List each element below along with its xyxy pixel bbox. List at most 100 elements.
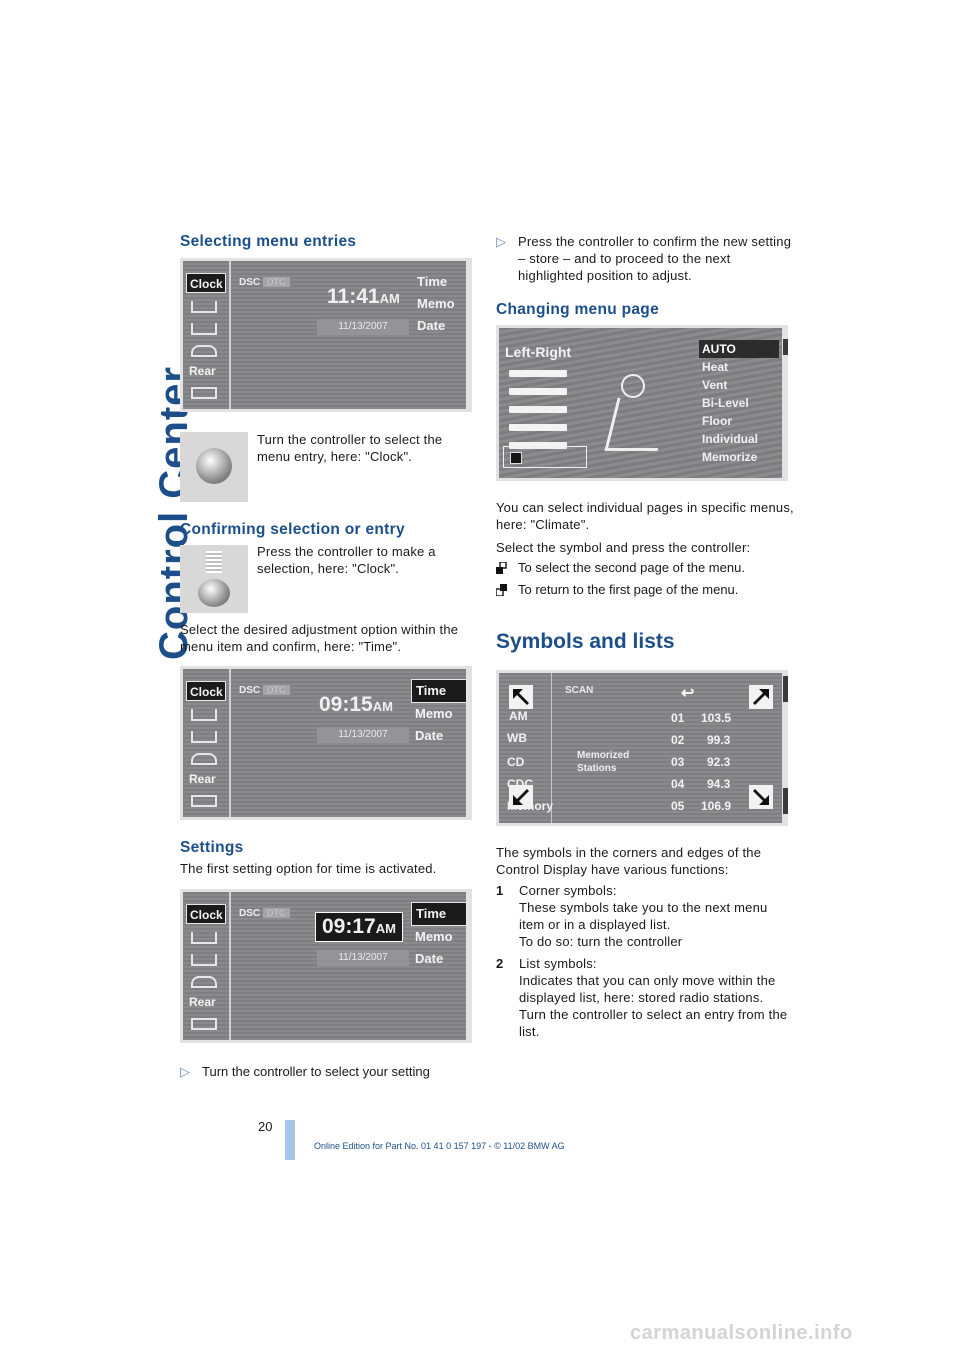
page-number: 20	[258, 1119, 273, 1134]
list-item-list-symbols: 2 List symbols: Indicates that you can o…	[496, 955, 796, 1040]
controller-turn-illustration	[180, 432, 248, 502]
station-num: 05	[671, 799, 685, 813]
scroll-indicator-bottom	[783, 788, 788, 814]
station-num: 03	[671, 755, 685, 769]
item-body-2: Turn the controller to select an entry f…	[519, 1007, 788, 1039]
heading-settings: Settings	[180, 839, 244, 856]
screen-icon	[191, 795, 217, 807]
station-num: 04	[671, 777, 685, 791]
corner-arrow-bottom-left-icon	[509, 785, 533, 809]
item-number: 2	[496, 956, 504, 971]
item-body-2: To do so: turn the controller	[519, 934, 683, 949]
page-up-symbol-icon	[495, 583, 507, 597]
menu-item-clock: Clock	[186, 273, 226, 293]
item-title: Corner symbols:	[519, 883, 617, 898]
control-display-screenshot-1: Clock Rear DSC DTC 11:41AM 11/13/2007 Ti…	[180, 258, 472, 412]
climate-item-bilevel: Bi-Level	[702, 396, 749, 410]
station-freq: 94.3	[707, 777, 731, 791]
settings-text: The first setting option for time is act…	[180, 861, 437, 876]
edition-footer: Online Edition for Part No. 01 41 0 157 …	[314, 1141, 565, 1151]
right-item-time: Time	[411, 902, 467, 926]
airflow-bars	[509, 370, 567, 460]
right-item-date: Date	[415, 728, 444, 743]
climate-item-auto: AUTO	[699, 340, 779, 358]
climate-item-heat: Heat	[702, 360, 729, 374]
station-num: 01	[671, 711, 685, 725]
climate-item-floor: Floor	[702, 414, 732, 428]
item-number: 1	[496, 883, 504, 898]
seat-icon	[604, 398, 671, 451]
heading-confirming-selection: Confirming selection or entry	[180, 521, 405, 538]
dsc-label: DSC	[239, 277, 261, 288]
date-display: 11/13/2007	[317, 319, 409, 335]
symbol-instruction-text: Select the symbol and press the controll…	[496, 540, 751, 555]
right-item-memo: Memo	[415, 929, 453, 944]
scan-label: SCAN	[565, 685, 594, 696]
bullet-arrow-icon: ▷	[496, 234, 506, 249]
right-item-memo: Memo	[417, 296, 455, 311]
controller-press-illustration	[180, 545, 248, 613]
dtc-label: DTC	[263, 908, 290, 918]
audio-icon	[191, 731, 217, 743]
right-menu: Time Memo Date	[413, 271, 463, 337]
navigation-icon	[191, 301, 217, 313]
controller-knob-icon	[196, 448, 232, 484]
right-item-date: Date	[417, 318, 446, 333]
heading-symbols-and-lists: Symbols and lists	[496, 630, 675, 653]
right-item-date: Date	[415, 951, 444, 966]
car-icon	[191, 345, 217, 357]
navigation-icon	[191, 709, 217, 721]
menu-item-rear: Rear	[189, 772, 216, 786]
screen-icon	[191, 1018, 217, 1030]
turn-controller-text: Turn the controller to select the menu e…	[257, 432, 443, 464]
menu-item-rear: Rear	[189, 995, 216, 1009]
down-arrow-icon	[206, 551, 222, 573]
right-item-time: Time	[411, 679, 467, 703]
back-arrow-icon: ↩	[681, 685, 695, 702]
band-cd: CD	[507, 755, 525, 769]
climate-display-screenshot: Left-Right AUTO Heat Vent Bi-Level Floor…	[496, 325, 788, 481]
heading-selecting-menu-entries: Selecting menu entries	[180, 233, 357, 250]
car-icon	[191, 753, 217, 765]
pages-text: You can select individual pages in speci…	[496, 500, 794, 532]
list-arrow-top-icon	[749, 685, 773, 709]
climate-title: Left-Right	[505, 344, 572, 360]
corner-arrow-top-left-icon	[509, 685, 533, 709]
climate-menu: AUTO Heat Vent Bi-Level Floor Individual…	[699, 340, 779, 466]
select-adjustment-text: Select the desired adjustment option wit…	[180, 622, 459, 654]
clock-time: 09:15AM	[319, 693, 393, 716]
audio-icon	[191, 323, 217, 335]
station-freq: 99.3	[707, 733, 731, 747]
date-display: 11/13/2007	[317, 950, 409, 966]
band-am: AM	[509, 709, 528, 723]
menu-item-clock: Clock	[186, 681, 226, 701]
car-icon	[191, 976, 217, 988]
controller-knob-icon	[198, 579, 230, 607]
station-freq: 92.3	[707, 755, 731, 769]
dsc-label: DSC	[239, 685, 261, 696]
bullet-arrow-icon: ▷	[180, 1064, 190, 1079]
radio-display-screenshot: AM WB CD CDC Memory SCAN ↩ Memorized Sta…	[496, 670, 788, 826]
navigation-icon	[191, 932, 217, 944]
list-arrow-bottom-icon	[749, 785, 773, 809]
climate-item-individual: Individual	[702, 432, 759, 446]
footer-accent-bar	[285, 1120, 295, 1160]
right-item-time: Time	[417, 274, 448, 289]
right-item-memo: Memo	[415, 706, 453, 721]
menu-item-clock: Clock	[186, 904, 226, 924]
clock-time: 11:41AM	[327, 285, 400, 308]
dsc-label: DSC	[239, 908, 261, 919]
station-freq: 106.9	[701, 799, 732, 813]
right-menu: Time Memo Date	[411, 679, 467, 747]
bullet-press-controller: ▷ Press the controller to confirm the ne…	[496, 234, 792, 283]
right-menu: Time Memo Date	[411, 902, 467, 970]
item-body: These symbols take you to the next menu …	[519, 900, 768, 932]
heading-changing-menu-page: Changing menu page	[496, 301, 659, 318]
menu-item-rear: Rear	[189, 364, 216, 378]
item-title: List symbols:	[519, 956, 597, 971]
press-controller-text: Press the controller to make a selection…	[257, 544, 436, 576]
steering-wheel-icon	[621, 374, 645, 398]
site-watermark: carmanualsonline.info	[630, 1322, 853, 1344]
memorized-stations-label: Memorized Stations	[577, 750, 630, 774]
band-wb: WB	[507, 731, 527, 745]
